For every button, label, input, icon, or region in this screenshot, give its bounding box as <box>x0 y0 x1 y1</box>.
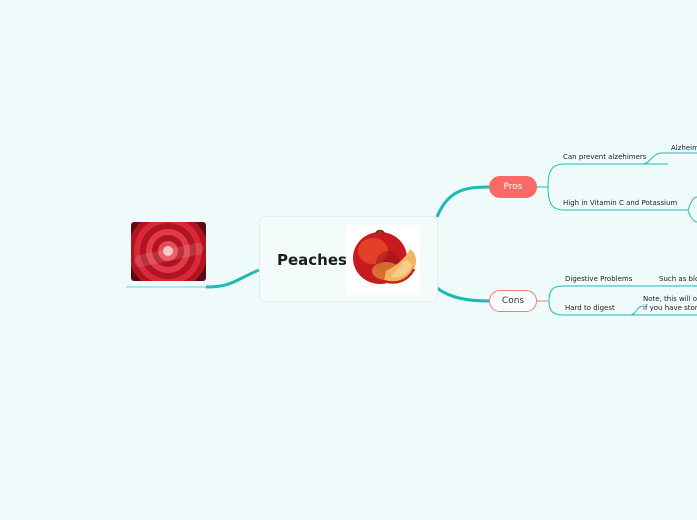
cons-item-hard-to-digest[interactable]: Hard to digest <box>565 304 615 312</box>
central-topic[interactable]: Peaches <box>259 216 438 302</box>
central-topic-title: Peaches <box>277 251 347 269</box>
pros-item-vitamin-c[interactable]: High in Vitamin C and Potassium <box>563 199 678 207</box>
folks-picture <box>131 222 206 281</box>
pros-item-alzheimers[interactable]: Can prevent alzehimers <box>563 153 647 161</box>
peach-image <box>346 225 420 295</box>
cons-item-digestive-detail[interactable]: Such as blo <box>659 275 697 283</box>
pros-node[interactable]: Pros <box>489 176 537 198</box>
cons-item-note-line2[interactable]: if you have stom <box>643 304 697 312</box>
cons-node[interactable]: Cons <box>489 290 537 312</box>
cons-item-note-line1[interactable]: Note, this will or <box>643 295 697 303</box>
cons-item-digestive[interactable]: Digestive Problems <box>565 275 633 283</box>
thats-all-folks-image[interactable] <box>131 222 206 281</box>
pros-item-alzheimers-detail[interactable]: Alzheim <box>671 144 697 152</box>
